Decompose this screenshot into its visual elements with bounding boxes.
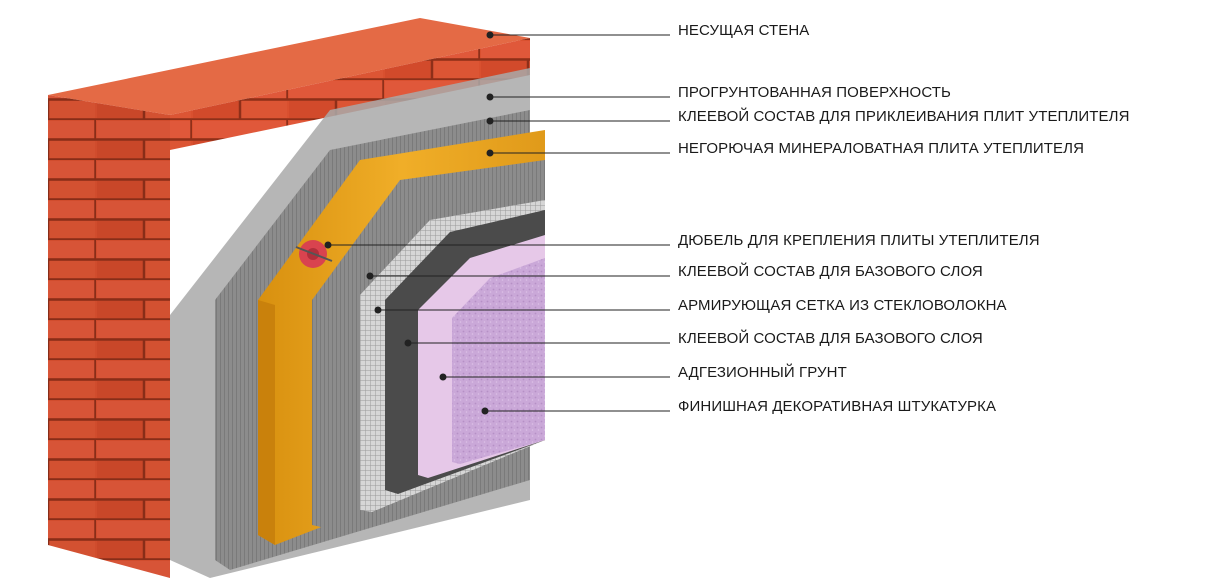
brick-wall-upper [170,38,530,150]
label-base-layer-adhesive-2: КЛЕЕВОЙ СОСТАВ ДЛЯ БАЗОВОГО СЛОЯ [678,330,983,347]
brick-wall [48,95,170,578]
brick-wall-top [48,18,530,115]
label-adhesion-primer: АДГЕЗИОННЫЙ ГРУНТ [678,364,847,381]
leader-lines [324,31,670,415]
label-adhesive-for-insulation: КЛЕЕВОЙ СОСТАВ ДЛЯ ПРИКЛЕИВАНИЯ ПЛИТ УТЕ… [678,108,1130,125]
label-insulation-dowel: ДЮБЕЛЬ ДЛЯ КРЕПЛЕНИЯ ПЛИТЫ УТЕПЛИТЕЛЯ [678,232,1040,249]
label-base-layer-adhesive-1: КЛЕЕВОЙ СОСТАВ ДЛЯ БАЗОВОГО СЛОЯ [678,263,983,280]
dowel-icon [295,240,333,268]
label-fiberglass-mesh: АРМИРУЮЩАЯ СЕТКА ИЗ СТЕКЛОВОЛОКНА [678,297,1007,314]
label-primed-surface: ПРОГРУНТОВАННАЯ ПОВЕРХНОСТЬ [678,84,951,101]
mineral-wool-edge [258,300,275,545]
label-bearing-wall: НЕСУЩАЯ СТЕНА [678,22,810,39]
label-decorative-plaster: ФИНИШНАЯ ДЕКОРАТИВНАЯ ШТУКАТУРКА [678,398,997,415]
label-mineral-wool-board: НЕГОРЮЧАЯ МИНЕРАЛОВАТНАЯ ПЛИТА УТЕПЛИТЕЛ… [678,140,1085,157]
brick-wall-side [48,95,170,578]
